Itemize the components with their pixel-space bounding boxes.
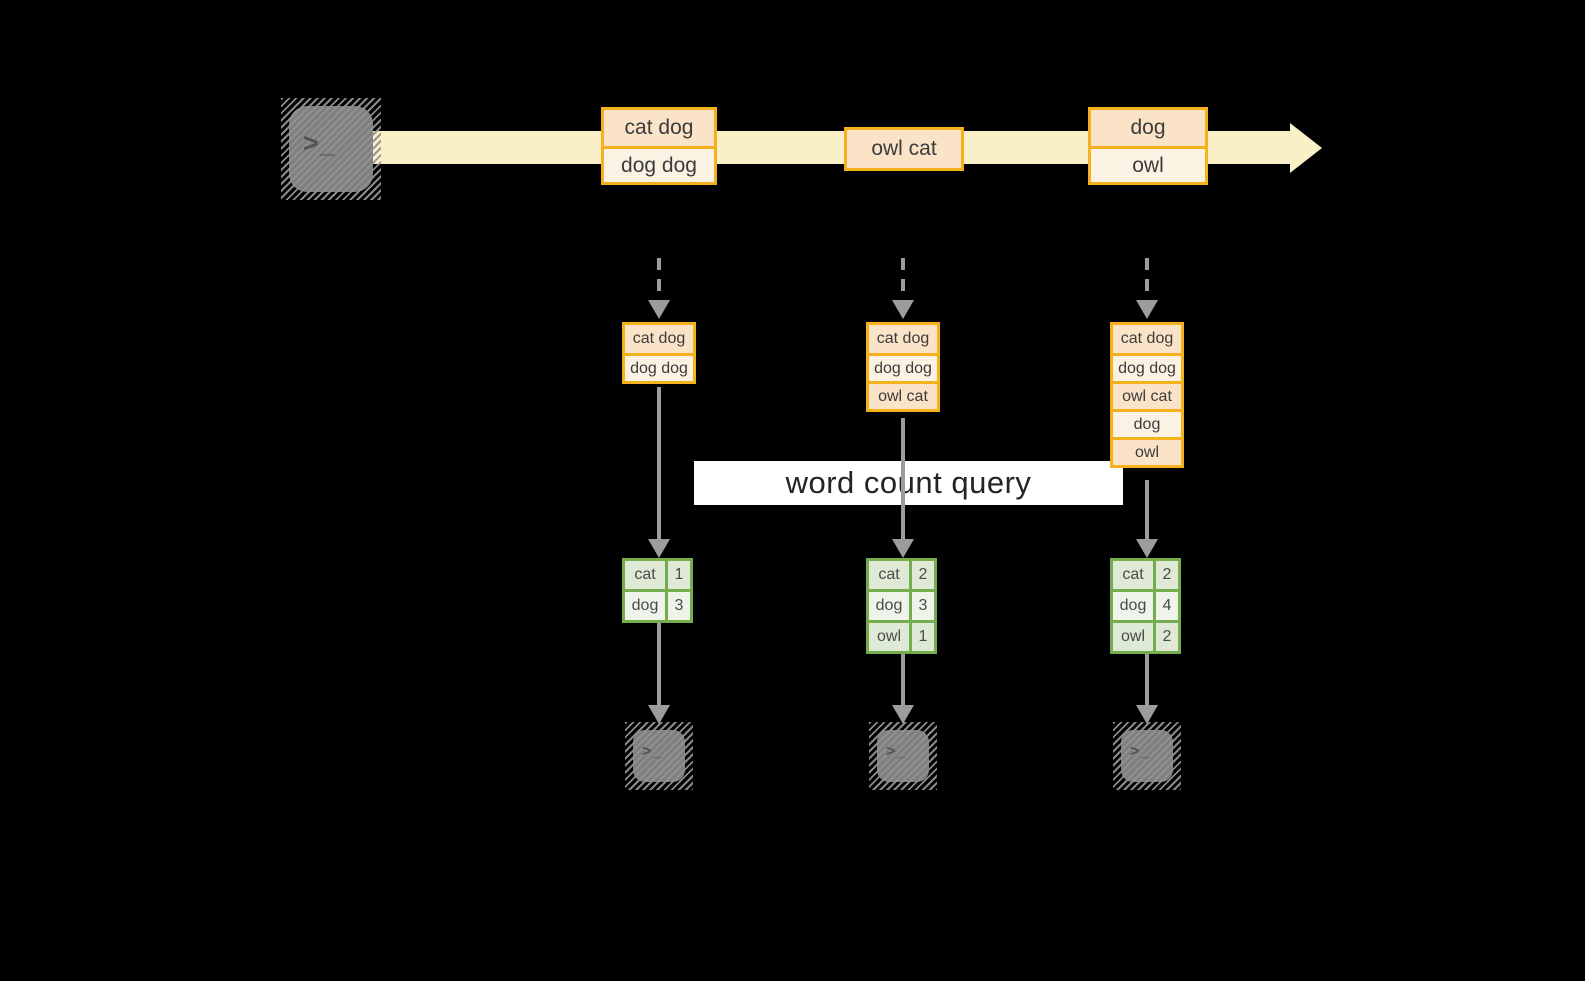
count-row: dog 3 — [869, 589, 934, 620]
count-value: 2 — [1156, 561, 1178, 589]
terminal-prompt-icon: >_ — [642, 743, 663, 760]
output-arrow-line-1 — [657, 623, 661, 707]
terminal-prompt-icon: >_ — [1130, 743, 1151, 760]
buffer-item: owl cat — [1113, 381, 1181, 409]
buffer-table-3: cat dog dog dog owl cat dog owl — [1110, 322, 1184, 468]
count-word: dog — [1113, 592, 1156, 620]
count-value: 3 — [912, 592, 934, 620]
ingest-arrow-head-2 — [892, 300, 914, 319]
count-row: cat 2 — [869, 561, 934, 589]
output-arrow-head-2 — [892, 705, 914, 724]
count-value: 3 — [668, 592, 690, 620]
count-table-2: cat 2 dog 3 owl 1 — [866, 558, 937, 654]
count-value: 2 — [1156, 623, 1178, 651]
output-arrow-line-3 — [1145, 654, 1149, 707]
ingest-arrow-head-3 — [1136, 300, 1158, 319]
count-row: dog 3 — [625, 589, 690, 620]
ingest-arrow-line-2 — [901, 258, 905, 300]
count-row: owl 1 — [869, 620, 934, 651]
stream-batch-1: cat dog dog dog — [601, 107, 717, 185]
output-terminal-icon-1: >_ — [625, 722, 693, 790]
output-arrow-line-2 — [901, 654, 905, 707]
count-row: dog 4 — [1113, 589, 1178, 620]
count-word: cat — [1113, 561, 1156, 589]
count-word: dog — [869, 592, 912, 620]
buffer-item: cat dog — [625, 325, 693, 353]
buffer-item: dog — [1113, 409, 1181, 437]
count-row: owl 2 — [1113, 620, 1178, 651]
terminal-prompt-icon: >_ — [886, 743, 907, 760]
query-arrow-line-2 — [901, 418, 905, 541]
ingest-arrow-line-1 — [657, 258, 661, 300]
count-word: cat — [625, 561, 668, 589]
query-label: word count query — [694, 461, 1123, 505]
buffer-item: owl cat — [869, 381, 937, 409]
count-value: 1 — [668, 561, 690, 589]
count-word: owl — [1113, 623, 1156, 651]
stream-batch-2: owl cat — [844, 127, 964, 171]
count-table-1: cat 1 dog 3 — [622, 558, 693, 623]
count-value: 4 — [1156, 592, 1178, 620]
stream-batch-item: owl cat — [847, 130, 961, 168]
count-row: cat 2 — [1113, 561, 1178, 589]
buffer-table-2: cat dog dog dog owl cat — [866, 322, 940, 412]
count-row: cat 1 — [625, 561, 690, 589]
count-word: dog — [625, 592, 668, 620]
output-terminal-icon-2: >_ — [869, 722, 937, 790]
buffer-item: dog dog — [1113, 353, 1181, 381]
stream-arrow-head — [1290, 123, 1322, 173]
stream-batch-item: dog — [1091, 110, 1205, 146]
query-arrow-line-3 — [1145, 480, 1149, 541]
buffer-item: dog dog — [625, 353, 693, 381]
buffer-item: cat dog — [869, 325, 937, 353]
terminal-prompt-icon: >_ — [303, 128, 336, 158]
stream-batch-item: cat dog — [604, 110, 714, 146]
buffer-item: cat dog — [1113, 325, 1181, 353]
buffer-item: owl — [1113, 437, 1181, 465]
buffer-item: dog dog — [869, 353, 937, 381]
query-arrow-head-2 — [892, 539, 914, 558]
source-terminal-icon: >_ — [281, 98, 381, 200]
stream-batch-3: dog owl — [1088, 107, 1208, 185]
count-table-3: cat 2 dog 4 owl 2 — [1110, 558, 1181, 654]
ingest-arrow-head-1 — [648, 300, 670, 319]
count-value: 1 — [912, 623, 934, 651]
stream-batch-item: owl — [1091, 146, 1205, 182]
buffer-table-1: cat dog dog dog — [622, 322, 696, 384]
output-arrow-head-3 — [1136, 705, 1158, 724]
count-word: owl — [869, 623, 912, 651]
count-word: cat — [869, 561, 912, 589]
ingest-arrow-line-3 — [1145, 258, 1149, 300]
count-value: 2 — [912, 561, 934, 589]
output-arrow-head-1 — [648, 705, 670, 724]
query-arrow-line-1 — [657, 387, 661, 541]
query-arrow-head-3 — [1136, 539, 1158, 558]
stream-batch-item: dog dog — [604, 146, 714, 182]
output-terminal-icon-3: >_ — [1113, 722, 1181, 790]
query-arrow-head-1 — [648, 539, 670, 558]
